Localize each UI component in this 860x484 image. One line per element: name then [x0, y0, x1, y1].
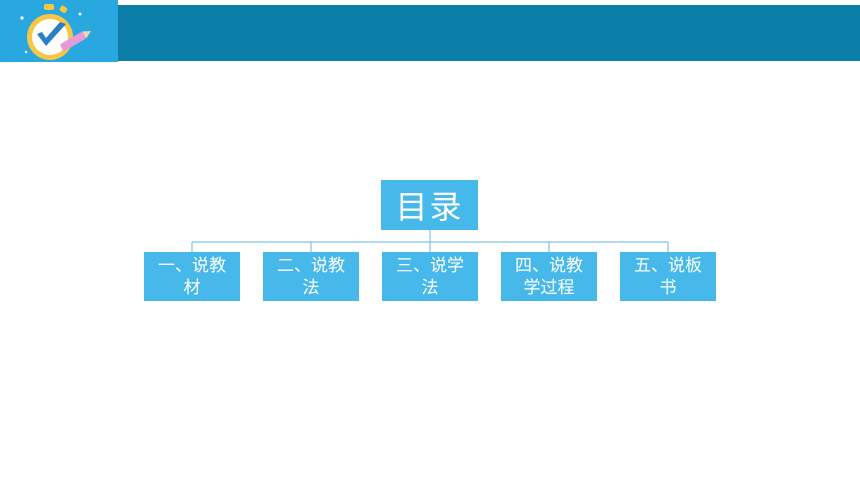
stopwatch-logo-icon: [20, 4, 92, 60]
header-dark-band: [118, 5, 860, 61]
toc-title: 目录: [381, 180, 478, 230]
toc-item-5: 五、说板书: [620, 252, 716, 301]
toc-item-1: 一、说教材: [144, 252, 240, 301]
toc-item-2: 二、说教法: [263, 252, 359, 301]
header-bar: [0, 0, 860, 62]
toc-item-4: 四、说教学过程: [501, 252, 597, 301]
toc-item-3: 三、说学法: [382, 252, 478, 301]
